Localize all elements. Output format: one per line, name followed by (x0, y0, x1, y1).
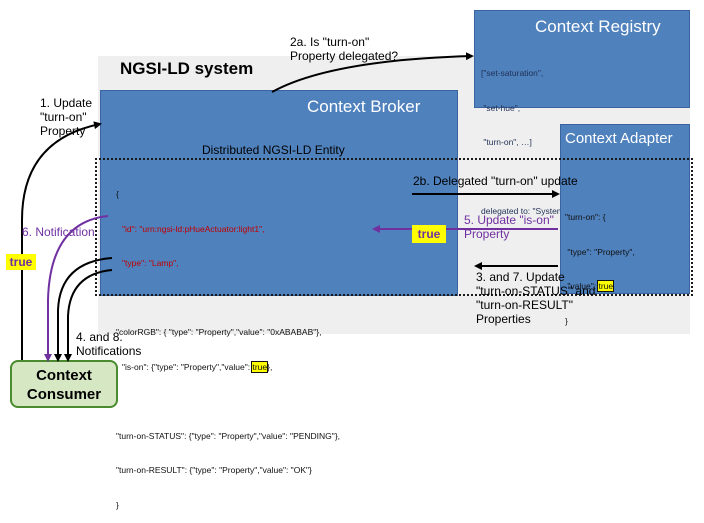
entity-ison-line: "is-on": {"type": "Property","value": tr… (122, 360, 273, 373)
adapter-code-line: "value": true (565, 280, 615, 292)
label-is-delegated: 2a. Is "turn-on" Property delegated? (290, 35, 399, 63)
entity-colorrgb-line: "colorRGB": { "type": "Property","value"… (116, 327, 322, 337)
adapter-code-line: } (565, 315, 568, 326)
registry-code-line: ["set-saturation", (481, 68, 544, 78)
entity-code-line: { (116, 189, 119, 199)
entity-true-highlight: true (251, 360, 269, 373)
registry-title: Context Registry (535, 17, 661, 36)
true-badge-left: true (6, 254, 36, 270)
entity-label: Distributed NGSI-LD Entity (202, 143, 345, 157)
context-broker-box: Context Broker (100, 90, 458, 296)
system-title: NGSI-LD system (120, 59, 254, 78)
label-update-status-result: 3. and 7. Update "turn-on-STATUS" and "t… (476, 270, 596, 326)
entity-id-line: "id": "urn:ngsi-ld:pHueActuator:light1", (122, 223, 265, 234)
label-update-is-on: 5. Update "is-on" Property (464, 213, 554, 241)
registry-code-line: "set-hue", (481, 102, 521, 113)
distributed-entity-outline (95, 158, 693, 296)
arrows-layer (21, 52, 560, 362)
label-notifications: 4. and 8. Notifications (76, 330, 142, 358)
registry-code-line: "turn-on", …] (481, 137, 532, 147)
consumer-title-line: Consumer (26, 386, 102, 403)
entity-code-line: } (116, 499, 119, 510)
arrow-notification (44, 215, 109, 362)
arrow-update-turn-on (21, 121, 102, 360)
adapter-code-line: "type": "Property", (565, 246, 635, 257)
true-badge-mid: true (412, 225, 446, 243)
adapter-code-line: "turn-on": { (565, 212, 606, 222)
adapter-title: Context Adapter (565, 130, 673, 147)
arrow-notification-8 (64, 269, 113, 362)
context-adapter-box: Context Adapter "turn-on": { "type": "Pr… (560, 124, 690, 326)
arrow-notification-4 (54, 257, 113, 362)
entity-status-line: "turn-on-STATUS": {"type": "Property","v… (116, 430, 341, 441)
adapter-code: "turn-on": { "type": "Property", "value"… (565, 189, 635, 350)
entity-type-line: "type": "Lamp", (122, 258, 179, 268)
consumer-title-line: Context (36, 367, 92, 384)
entity-result-line: "turn-on-RESULT": {"type": "Property","v… (116, 465, 312, 475)
context-consumer-box: Context Consumer (10, 360, 118, 408)
label-update-turn-on: 1. Update "turn-on" Property (40, 96, 93, 138)
label-notification: 6. Notification (22, 225, 95, 239)
context-registry-box: Context Registry ["set-saturation", "set… (474, 10, 690, 216)
arrow-is-delegated (271, 52, 474, 93)
adapter-true-highlight: true (597, 280, 615, 292)
label-delegated-update: 2b. Delegated "turn-on" update (413, 174, 578, 188)
broker-title: Context Broker (307, 97, 421, 116)
